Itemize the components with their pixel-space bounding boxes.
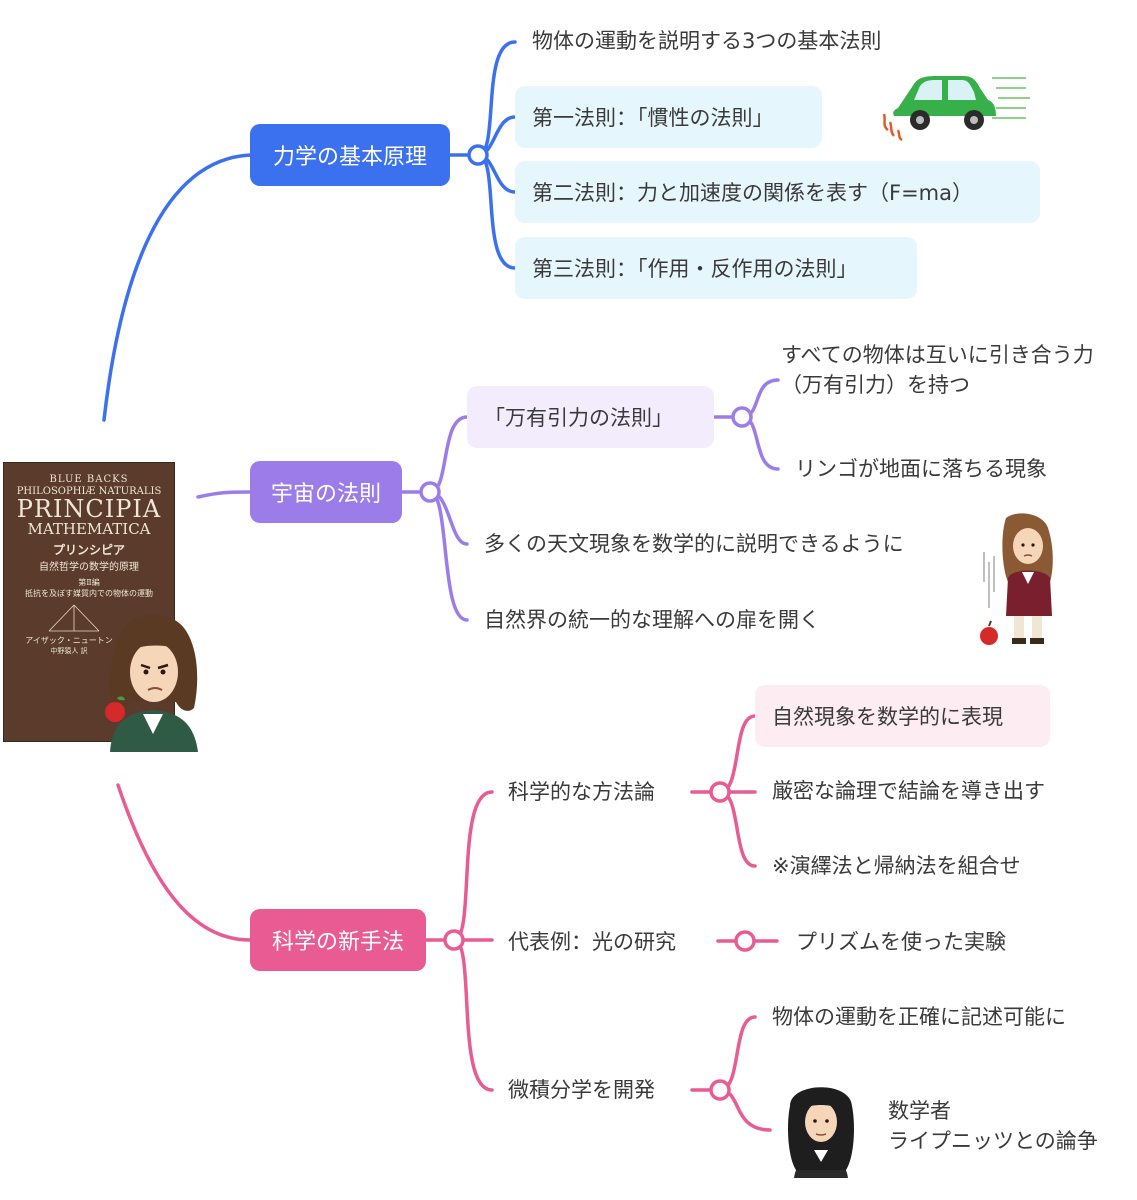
branch-method[interactable]: 科学の新手法 xyxy=(250,909,426,971)
branch-mechanics-label: 力学の基本原理 xyxy=(272,145,427,170)
book-diagram-icon xyxy=(48,604,100,632)
scientific-item-3: ※演繹法と帰納法を組合せ xyxy=(772,854,1021,878)
gravity-item-2: リンゴが地面に落ちる現象 xyxy=(795,457,1047,481)
calculus-node[interactable]: 微積分学を開発 xyxy=(508,1078,655,1102)
hub-gravity xyxy=(731,406,753,428)
hub-calculus xyxy=(709,1079,731,1101)
hub-light xyxy=(734,930,756,952)
newton-falling-apple-illustration xyxy=(980,513,1053,645)
branch-universe-label: 宇宙の法則 xyxy=(270,482,381,507)
connector-method-calculus xyxy=(452,938,494,1092)
gravity-item-1b: （万有引力）を持つ xyxy=(781,373,970,397)
calculus-item-2a: 数学者 xyxy=(888,1099,951,1123)
book-jp-title: プリンシピア xyxy=(52,543,125,557)
book-series: BLUE BACKS xyxy=(49,474,129,485)
scientific-item-2: 厳密な論理で結論を導き出す xyxy=(772,779,1045,803)
mechanics-item-1: 物体の運動を説明する3つの基本法則 xyxy=(532,29,882,53)
connector-scientific-3 xyxy=(718,790,757,868)
gravity-item-1a: すべての物体は互いに引き合う力 xyxy=(781,343,1094,367)
mechanics-item-2-label: 第一法則：「慣性の法則」 xyxy=(532,106,774,130)
book-author: アイザック・ニュートン xyxy=(25,636,113,645)
universe-item-astro: 多くの天文現象を数学的に説明できるように xyxy=(484,532,904,556)
hub-mechanics xyxy=(467,144,489,166)
scientific-method-node[interactable]: 科学的な方法論 xyxy=(508,780,655,804)
connector-calculus-1 xyxy=(718,1015,757,1092)
connector-mechanics-1 xyxy=(476,40,517,157)
connector-method-scientific xyxy=(452,790,494,942)
connector-scientific-1 xyxy=(718,714,757,794)
universe-item-unify: 自然界の統一的な理解への扉を開く xyxy=(484,608,820,632)
mechanics-item-4-label: 第三法則：「作用・反作用の法則」 xyxy=(532,257,858,281)
gravity-law-label: 「万有引力の法則」 xyxy=(484,406,673,430)
light-item-1: プリズムを使った実験 xyxy=(796,930,1006,954)
connector-root-method xyxy=(116,783,252,942)
book-title-line1: PHILOSOPHIÆ NATURALIS xyxy=(16,486,162,497)
connector-universe-gravity xyxy=(428,415,469,494)
book-translator: 中野猿人 訳 xyxy=(50,647,88,655)
calculus-item-2b: ライプニッツとの論争 xyxy=(888,1129,1098,1153)
light-study-node[interactable]: 代表例：光の研究 xyxy=(508,930,676,954)
connector-root-mechanics xyxy=(102,153,252,422)
newton-with-apple-illustration xyxy=(105,614,198,752)
branch-mechanics[interactable]: 力学の基本原理 xyxy=(250,124,450,186)
leibniz-portrait-illustration xyxy=(788,1087,854,1178)
mechanics-item-3-label: 第二法則：力と加速度の関係を表す（F=ma） xyxy=(532,181,973,205)
hub-universe xyxy=(419,481,441,503)
book-title-line2: PRINCIPIA xyxy=(16,495,162,523)
calculus-item-1: 物体の運動を正確に記述可能に xyxy=(772,1005,1066,1029)
book-volume-subtitle: 抵抗を及ぼす媒質内での物体の運動 xyxy=(25,589,153,598)
speeding-car-icon xyxy=(882,76,1030,142)
book-title-line3: MATHEMATICA xyxy=(27,520,151,538)
gravity-law-node[interactable]: 「万有引力の法則」 xyxy=(467,386,714,448)
branch-method-label: 科学の新手法 xyxy=(271,930,404,955)
mechanics-item-2[interactable]: 第一法則：「慣性の法則」 xyxy=(515,86,822,148)
scientific-item-1[interactable]: 自然現象を数学的に表現 xyxy=(755,685,1050,747)
hub-method xyxy=(443,929,465,951)
mechanics-item-4[interactable]: 第三法則：「作用・反作用の法則」 xyxy=(515,237,917,299)
book-volume: 第Ⅱ編 xyxy=(78,578,100,587)
hub-scientific xyxy=(709,781,731,803)
connector-root-universe xyxy=(196,490,252,499)
branch-universe[interactable]: 宇宙の法則 xyxy=(250,461,402,523)
book-jp-subtitle: 自然哲学の数学的原理 xyxy=(39,562,139,573)
scientific-item-1-label: 自然現象を数学的に表現 xyxy=(772,705,1003,729)
mechanics-item-3[interactable]: 第二法則：力と加速度の関係を表す（F=ma） xyxy=(515,161,1040,223)
